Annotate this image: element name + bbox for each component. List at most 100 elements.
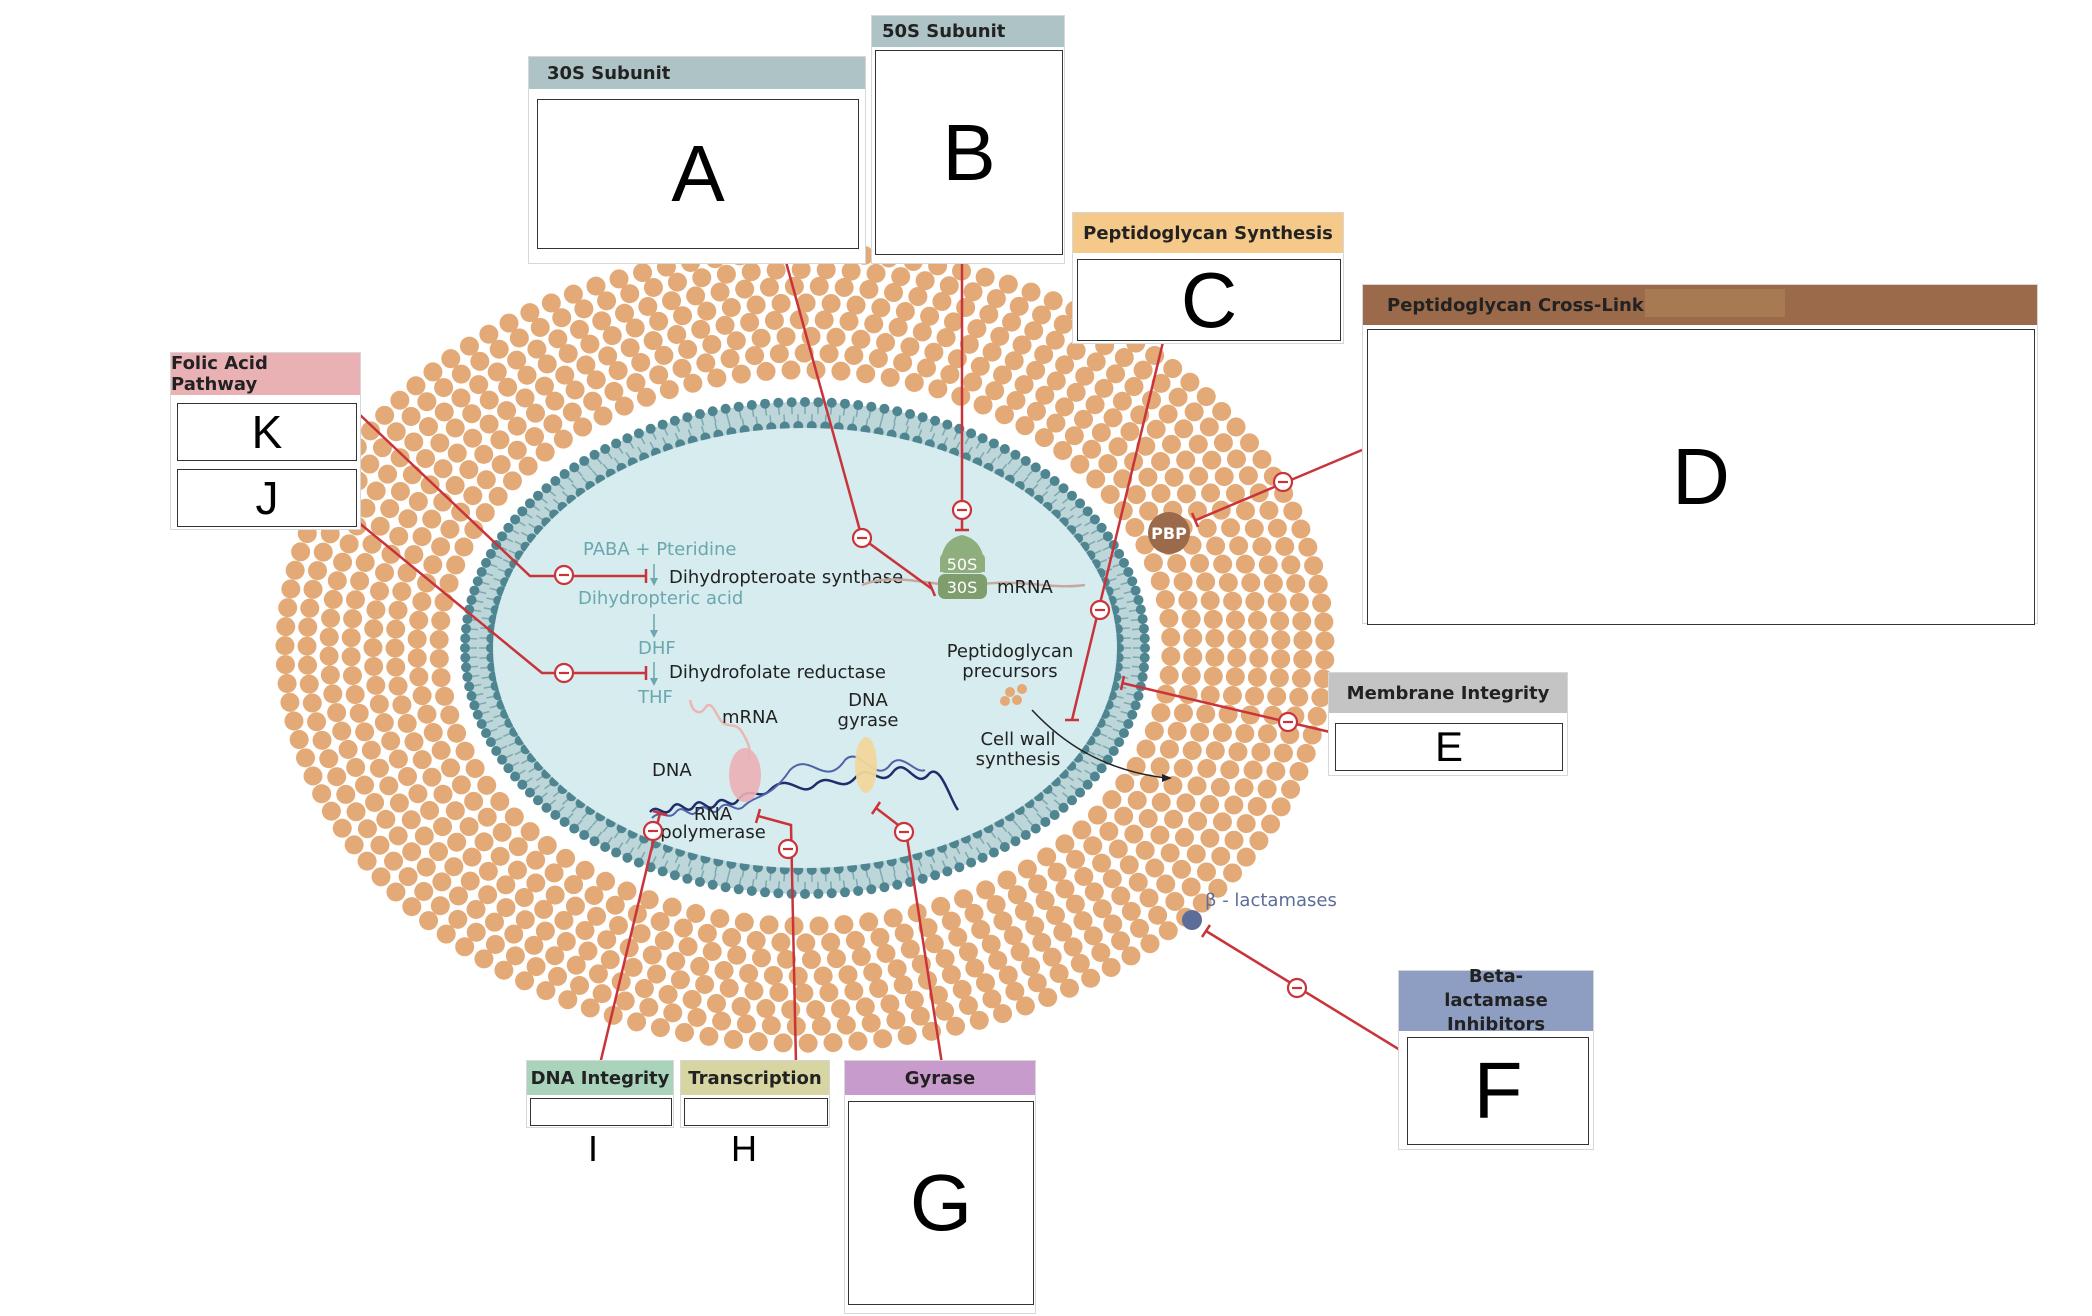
answer-box-b[interactable]: B	[875, 50, 1063, 255]
answer-box-d[interactable]: D	[1367, 329, 2035, 625]
peptidoglycan-bead	[642, 945, 662, 965]
peptidoglycan-bead	[1240, 433, 1260, 453]
peptidoglycan-bead	[1271, 797, 1291, 817]
peptidoglycan-bead	[975, 973, 995, 993]
peptidoglycan-bead	[275, 655, 295, 675]
peptidoglycan-bead	[649, 365, 669, 385]
answer-box-h-field[interactable]	[684, 1098, 828, 1126]
peptidoglycan-bead	[759, 915, 779, 935]
peptidoglycan-bead	[1252, 537, 1272, 557]
beta-lactamase: β - lactamases	[1182, 890, 1337, 930]
lipid-head	[491, 745, 502, 756]
peptidoglycan-bead	[1139, 774, 1159, 794]
lipid-head	[669, 415, 680, 426]
peptidoglycan-bead	[611, 972, 631, 992]
peptidoglycan-bead	[796, 933, 816, 953]
lipid-head	[786, 397, 797, 408]
lipid-head	[707, 406, 718, 417]
peptidoglycan-bead	[1182, 740, 1202, 760]
peptidoglycan-bead	[407, 629, 427, 649]
peptidoglycan-bead	[935, 949, 955, 969]
peptidoglycan-bead	[675, 1022, 695, 1042]
peptidoglycan-bead	[1293, 630, 1313, 650]
peptidoglycan-bead	[643, 277, 663, 297]
lipid-head	[1133, 690, 1144, 701]
peptidoglycan-bead	[838, 965, 858, 985]
answer-box-k[interactable]: K	[177, 403, 357, 461]
cell-wall-synthesis-label-line1: Cell wall	[980, 729, 1055, 750]
peptidoglycan-bead	[893, 975, 913, 995]
peptidoglycan-bead	[1098, 454, 1118, 474]
lipid-head	[1138, 623, 1149, 634]
peptidoglycan-bead	[1027, 973, 1047, 993]
peptidoglycan-bead	[1180, 372, 1200, 392]
peptidoglycan-bead	[333, 552, 353, 572]
peptidoglycan-bead	[341, 647, 361, 667]
peptidoglycan-bead	[285, 560, 305, 580]
peptidoglycan-bead	[417, 704, 437, 724]
peptidoglycan-bead	[1226, 417, 1246, 437]
peptidoglycan-bead	[859, 912, 879, 932]
peptidoglycan-bead	[1202, 450, 1222, 470]
answer-box-e[interactable]: E	[1335, 723, 1563, 771]
peptidoglycan-bead	[441, 349, 461, 369]
peptidoglycan-bead	[429, 630, 449, 650]
peptidoglycan-bead	[280, 692, 300, 712]
peptidoglycan-bead	[1121, 901, 1141, 921]
answer-box-g[interactable]: G	[848, 1101, 1034, 1305]
peptidoglycan-bead	[526, 850, 546, 870]
peptidoglycan-bead	[360, 421, 380, 441]
peptidoglycan-bead	[855, 997, 875, 1017]
peptidoglycan-bead	[731, 364, 751, 384]
answer-box-i-field[interactable]	[530, 1098, 672, 1126]
ribosome-30s-label: 30S	[947, 578, 978, 597]
peptidoglycan-bead	[374, 713, 394, 733]
peptidoglycan-bead	[1121, 946, 1141, 966]
peptidoglycan-bead	[1181, 666, 1201, 686]
peptidoglycan-bead	[851, 947, 871, 967]
peptidoglycan-bead	[440, 519, 460, 539]
peptidoglycan-bead	[1251, 742, 1271, 762]
peptidoglycan-bead	[1196, 862, 1216, 882]
peptidoglycan-bead	[994, 405, 1014, 425]
peptidoglycan-bead	[1228, 742, 1248, 762]
answer-box-c[interactable]: C	[1077, 256, 1341, 344]
peptidoglycan-bead	[525, 403, 545, 423]
answer-box-a[interactable]: A	[537, 99, 859, 249]
lipid-head	[622, 433, 633, 444]
peptidoglycan-bead	[886, 1010, 906, 1030]
peptidoglycan-bead	[1140, 934, 1160, 954]
peptidoglycan-bead	[1200, 795, 1220, 815]
peptidoglycan-bead	[1081, 968, 1101, 988]
peptidoglycan-bead	[639, 890, 659, 910]
lipid-head	[524, 787, 535, 798]
peptidoglycan-bead	[969, 1010, 989, 1030]
lipid-head	[481, 728, 492, 739]
peptidoglycan-bead	[970, 356, 990, 376]
peptidoglycan-bead	[1238, 466, 1258, 486]
cell-wall-synthesis-label-line2: synthesis	[976, 749, 1061, 770]
peptidoglycan-bead	[1234, 778, 1254, 798]
inhibitor-minus-icon	[777, 838, 799, 860]
answer-box-j[interactable]: J	[177, 469, 357, 527]
peptidoglycan-bead	[1055, 879, 1075, 899]
peptidoglycan-bead	[297, 636, 317, 656]
peptidoglycan-bead	[446, 555, 466, 575]
peptidoglycan-bead	[650, 912, 670, 932]
peptidoglycan-bead	[1024, 321, 1044, 341]
peptidoglycan-bead	[496, 875, 516, 895]
peptidoglycan-bead	[412, 686, 432, 706]
lipid-head	[472, 576, 483, 587]
answer-box-f[interactable]: F	[1407, 1037, 1589, 1145]
peptidoglycan-bead	[823, 1033, 843, 1053]
peptidoglycan-bead	[1249, 629, 1269, 649]
peptidoglycan-bead	[826, 327, 846, 347]
peptidoglycan-bead	[1212, 402, 1232, 422]
peptidoglycan-bead	[633, 263, 653, 283]
peptidoglycan-bead	[844, 345, 864, 365]
peptidoglycan-bead	[1176, 484, 1196, 504]
peptidoglycan-bead	[1074, 866, 1094, 886]
peptidoglycan-bead	[556, 848, 576, 868]
peptidoglycan-bead	[1181, 609, 1201, 629]
peptidoglycan-bead	[1281, 555, 1301, 575]
